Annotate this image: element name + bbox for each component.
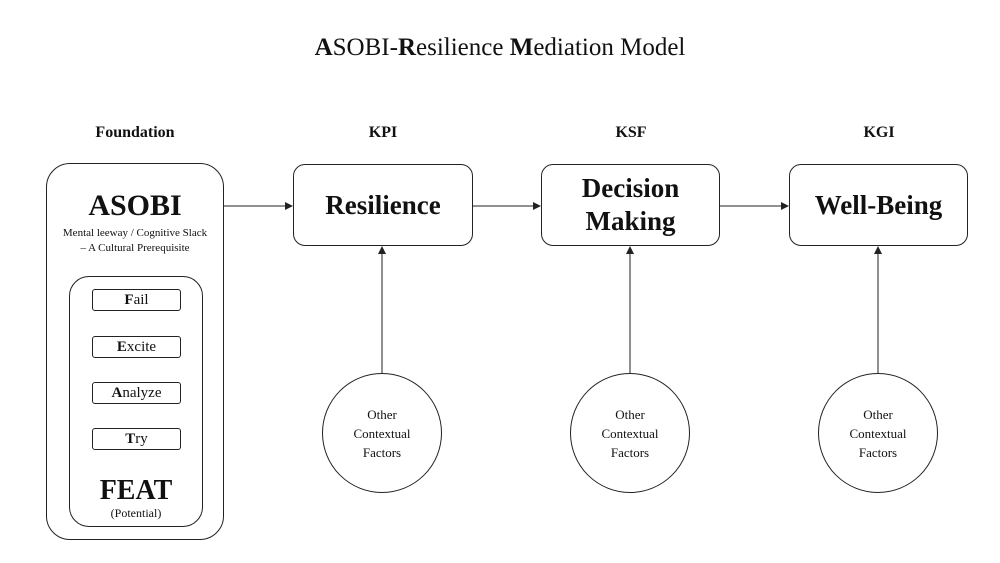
asobi-subtitle: Mental leeway / Cognitive Slack – A Cult… bbox=[47, 226, 223, 256]
feat-item-try: Try bbox=[92, 428, 181, 450]
diagram-title: ASOBI-Resilience Mediation Model bbox=[0, 34, 1000, 62]
feat-subtitle: (Potential) bbox=[110, 506, 162, 520]
asobi-title: ASOBI bbox=[88, 189, 182, 222]
node-decision-making: Decision Making bbox=[541, 164, 720, 246]
title-seg-ediation: ediation Model bbox=[533, 34, 686, 61]
title-seg-esilience: esilience bbox=[416, 34, 510, 61]
stage-label-kpi: KPI bbox=[368, 124, 398, 141]
asobi-foundation-box: ASOBI Mental leeway / Cognitive Slack – … bbox=[46, 163, 224, 540]
feat-item-fail: Fail bbox=[92, 289, 181, 311]
stage-label-foundation: Foundation bbox=[95, 124, 175, 141]
title-seg-m: M bbox=[509, 34, 534, 61]
asobi-subtitle-line1: Mental leeway / Cognitive Slack bbox=[62, 227, 208, 239]
feat-item-excite: Excite bbox=[92, 336, 181, 358]
feat-title: FEAT bbox=[99, 475, 173, 506]
stage-label-ksf: KSF bbox=[615, 124, 647, 141]
feat-item-analyze: Analyze bbox=[92, 382, 181, 404]
title-seg-sobi: SOBI- bbox=[332, 34, 398, 61]
node-decision-line2: Making bbox=[585, 206, 676, 236]
feat-box: Fail Excite Analyze Try FEAT (Potential) bbox=[69, 276, 203, 527]
title-seg-a: A bbox=[314, 34, 333, 61]
node-well-being: Well-Being bbox=[789, 164, 968, 246]
title-seg-r: R bbox=[397, 34, 417, 61]
stage-label-kgi: KGI bbox=[863, 124, 895, 141]
node-decision-line1: Decision bbox=[581, 173, 680, 203]
node-resilience: Resilience bbox=[293, 164, 473, 246]
asobi-subtitle-line2: – A Cultural Prerequisite bbox=[80, 242, 190, 254]
